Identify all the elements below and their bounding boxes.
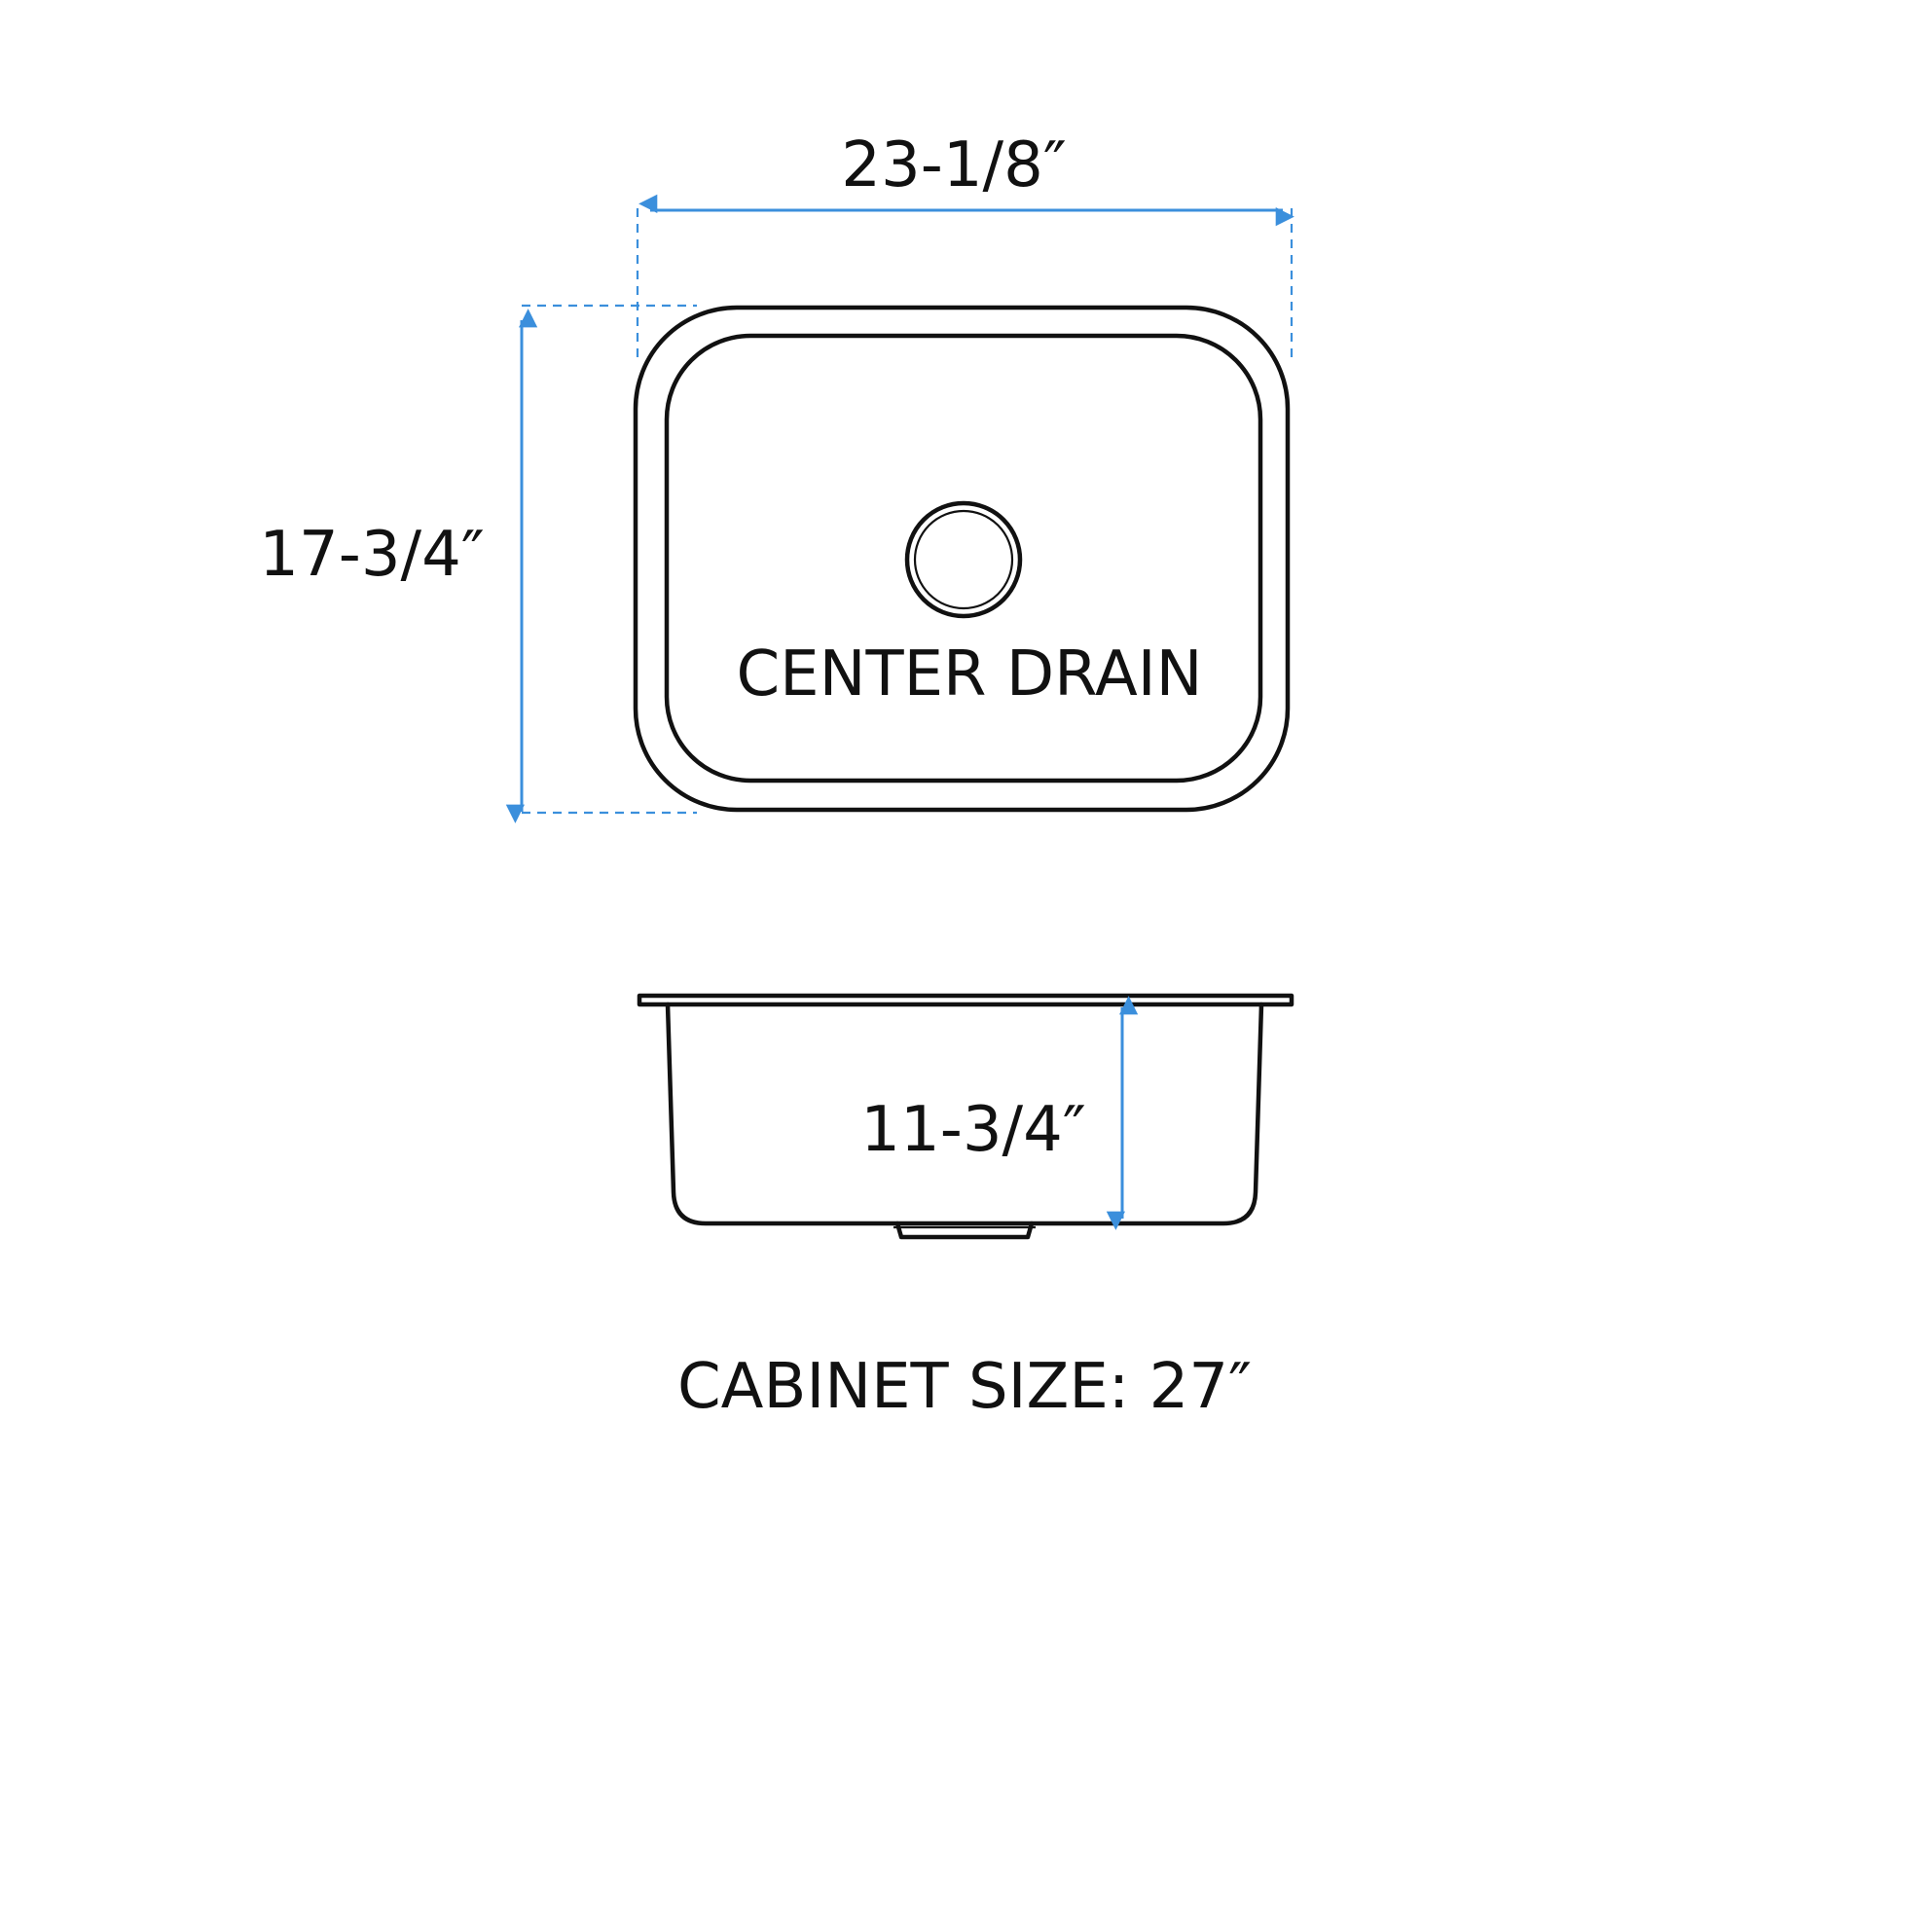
drain-inner-icon — [913, 509, 1014, 610]
sink-bowl-profile — [665, 1002, 1264, 1226]
sink-outer-rim — [633, 305, 1291, 813]
top-view: CENTER DRAIN — [633, 305, 1291, 813]
drain-label: CENTER DRAIN — [736, 638, 1202, 711]
depth-label: 17-3/4″ — [259, 519, 484, 591]
sink-inner-bowl — [664, 333, 1263, 784]
sink-flange — [637, 993, 1294, 1007]
cabinet-size-label: CABINET SIZE: 27″ — [677, 1351, 1252, 1423]
side-view — [637, 993, 1294, 1240]
height-dimension: 11-3/4″ — [860, 996, 1139, 1230]
drain-stub — [894, 1221, 1035, 1240]
width-dimension: 23-1/8″ — [636, 129, 1294, 362]
drain-outer-icon — [904, 500, 1023, 619]
height-label: 11-3/4″ — [860, 1094, 1085, 1166]
width-label: 23-1/8″ — [841, 129, 1066, 201]
depth-dimension: 17-3/4″ — [259, 304, 697, 823]
